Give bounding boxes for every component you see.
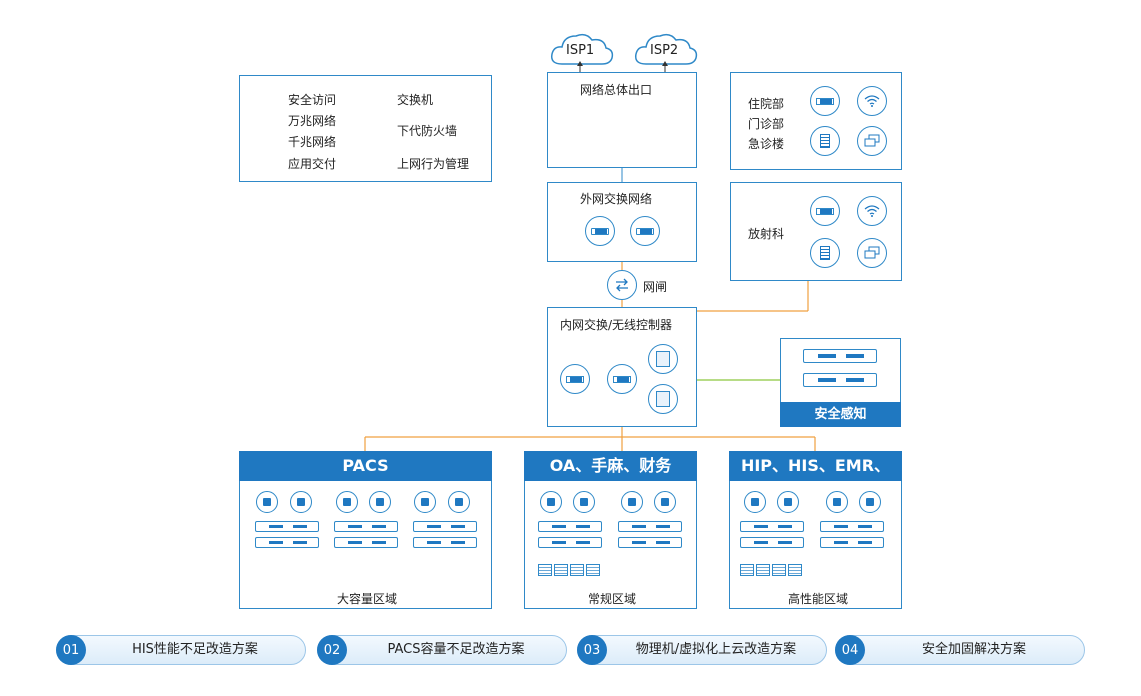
server-icon [538,521,602,532]
solution-02[interactable]: 02 PACS容量不足改造方案 [317,635,567,665]
server-icon [618,521,682,532]
wireless-controller-icon [648,344,678,374]
legend-ngfw: 下代防火墙 [397,124,458,138]
legend-app-delivery: 应用交付 [288,157,337,171]
solution-04[interactable]: 04 安全加固解决方案 [835,635,1085,665]
storage-icon [772,564,786,576]
vm-icon [336,491,358,513]
switch-icon [810,196,840,226]
switch-icon [607,364,637,394]
zone-hip-label: 高性能区域 [787,592,848,606]
building-icon [810,126,840,156]
server-icon [740,537,804,548]
zone-pacs-label: 大容量区域 [336,592,397,606]
storage-icon [788,564,802,576]
solution-03-number: 03 [577,635,607,665]
legend-behavior-mgmt: 上网行为管理 [397,157,470,171]
terminals-icon [857,126,887,156]
isp2-cloud-icon [634,33,698,65]
vm-icon [290,491,312,513]
isp1-label: ISP1 [566,43,595,58]
server-icon [740,521,804,532]
zone-oa-label: 常规区域 [587,592,636,606]
server-icon [820,537,884,548]
dept-emergency: 急诊楼 [748,137,785,151]
solution-01[interactable]: 01 HIS性能不足改造方案 [56,635,306,665]
zone-hip-title: HIP、HIS、EMR、LIS [729,451,902,505]
storage-icon [586,564,600,576]
storage-icon [554,564,568,576]
server-icon [538,537,602,548]
solution-01-number: 01 [56,635,86,665]
storage-icon [740,564,754,576]
storage-icon [570,564,584,576]
server-icon [255,521,319,532]
wifi-icon [857,196,887,226]
gateway-label: 网闸 [643,280,668,294]
gateway-icon [607,270,637,300]
vm-icon [859,491,881,513]
vm-icon [573,491,595,513]
dept-radiology: 放射科 [748,227,785,241]
vm-icon [369,491,391,513]
isp2-label: ISP2 [650,43,679,58]
vm-icon [826,491,848,513]
security-server-icon [803,349,877,363]
legend-10g: 万兆网络 [288,114,337,128]
solution-02-text: PACS容量不足改造方案 [387,642,525,657]
legend-box [239,75,492,182]
network-exit-label: 网络总体出口 [580,83,653,97]
dept-inpatient: 住院部 [748,97,785,111]
vm-icon [654,491,676,513]
dept-outpatient: 门诊部 [748,117,785,131]
terminals-icon [857,238,887,268]
wireless-controller-icon [648,384,678,414]
server-icon [413,537,477,548]
inner-switch-label: 内网交换/无线控制器 [560,318,673,332]
legend-switch: 交换机 [397,93,434,107]
security-title: 安全感知 [780,402,901,427]
solution-03[interactable]: 03 物理机/虚拟化上云改造方案 [577,635,827,665]
vm-icon [256,491,278,513]
switch-icon [630,216,660,246]
zone-oa-title: OA、手麻、财务 [524,451,697,481]
vm-icon [621,491,643,513]
solution-02-number: 02 [317,635,347,665]
outer-switch-box [547,182,697,262]
vm-icon [414,491,436,513]
wifi-icon [857,86,887,116]
switch-icon [810,86,840,116]
server-icon [255,537,319,548]
solution-01-text: HIS性能不足改造方案 [132,642,258,657]
solution-03-text: 物理机/虚拟化上云改造方案 [635,642,797,657]
vm-icon [777,491,799,513]
server-icon [413,521,477,532]
storage-icon [756,564,770,576]
server-icon [334,537,398,548]
outer-switch-label: 外网交换网络 [580,192,653,206]
vm-icon [448,491,470,513]
vm-icon [744,491,766,513]
solution-04-number: 04 [835,635,865,665]
legend-secure-access: 安全访问 [288,93,337,107]
switch-icon [585,216,615,246]
building-icon [810,238,840,268]
server-icon [618,537,682,548]
legend-1g: 千兆网络 [288,135,337,149]
network-exit-box [547,72,697,168]
vm-icon [540,491,562,513]
zone-pacs-title: PACS [239,451,492,481]
server-icon [334,521,398,532]
switch-icon [560,364,590,394]
solution-04-text: 安全加固解决方案 [921,642,1026,657]
isp1-cloud-icon [550,33,614,65]
server-icon [820,521,884,532]
storage-icon [538,564,552,576]
security-server-icon [803,373,877,387]
